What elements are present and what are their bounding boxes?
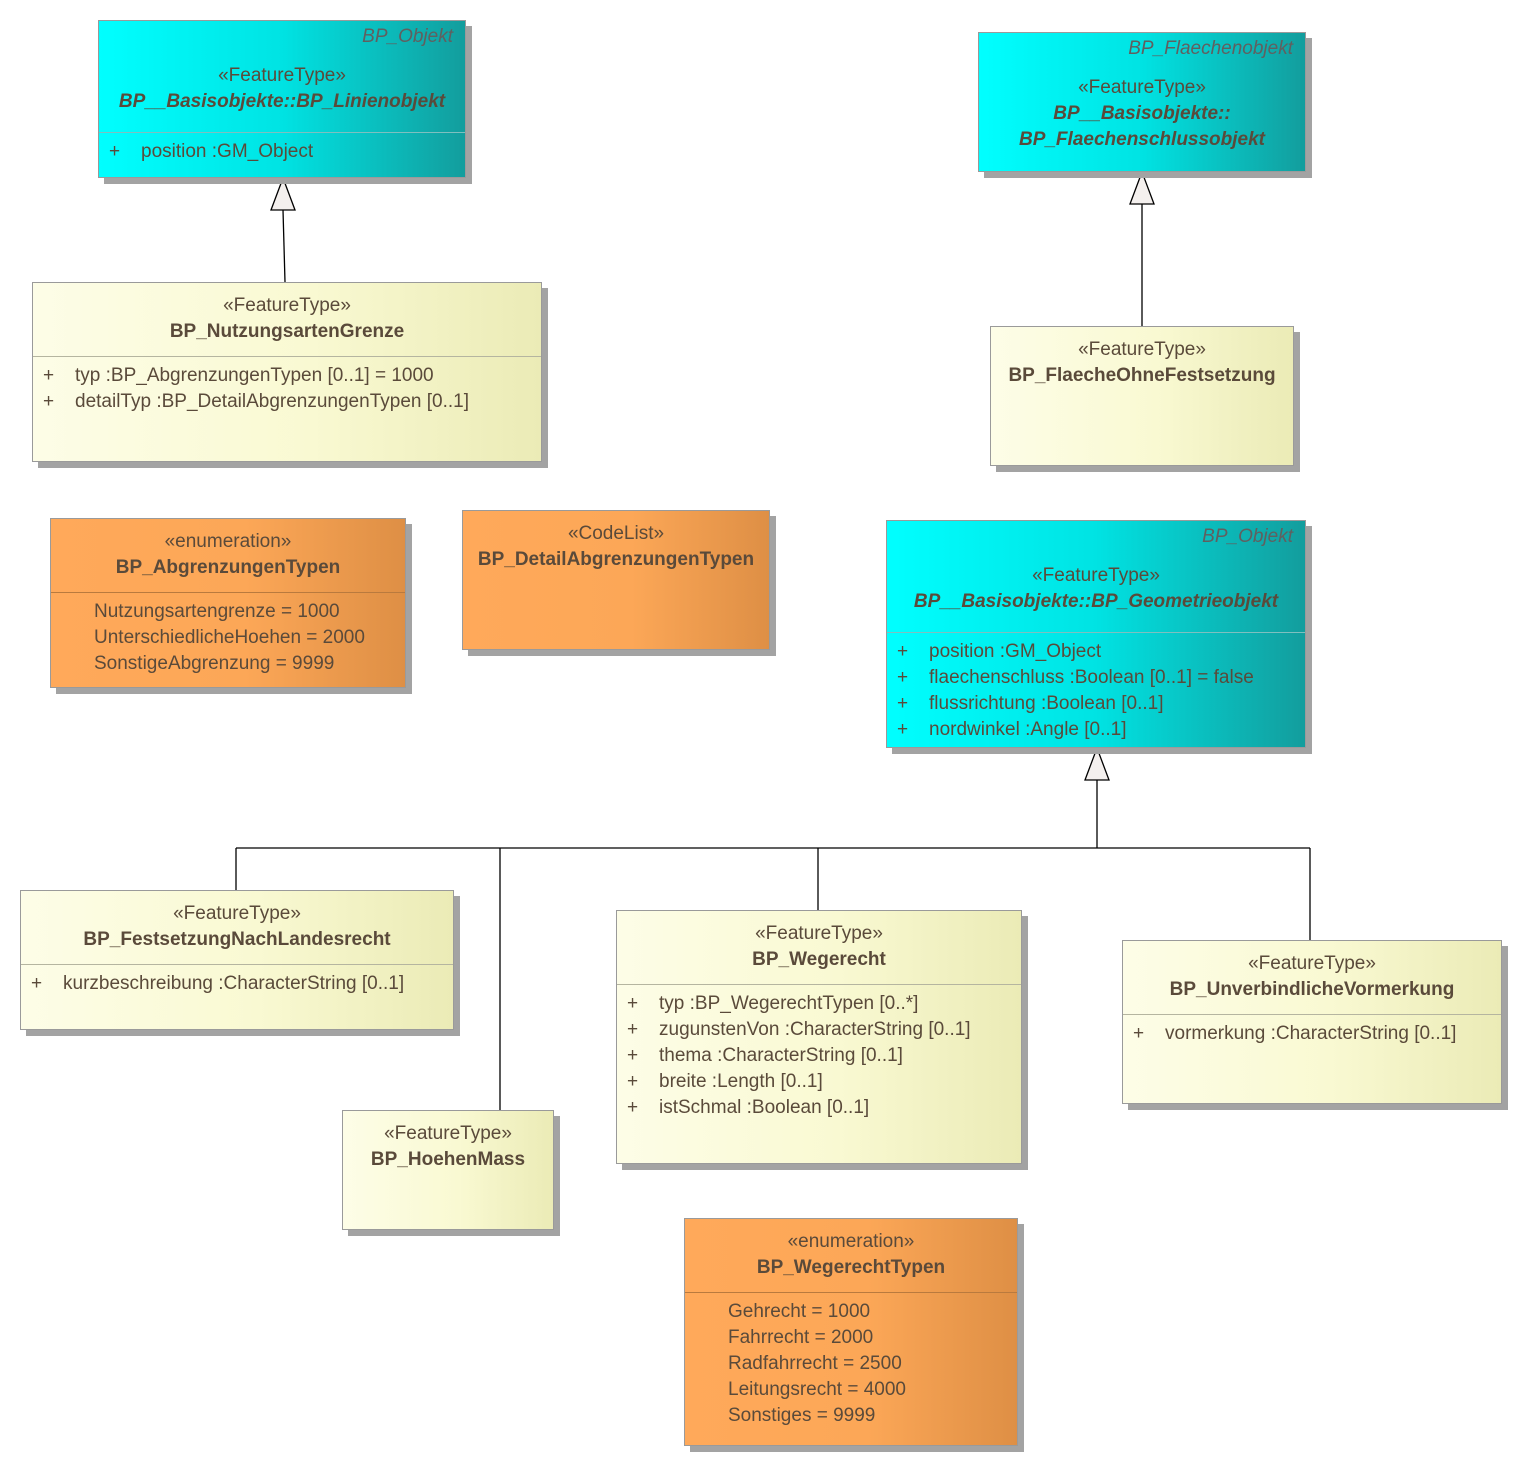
enum-literal: Leitungsrecht = 4000	[728, 1379, 906, 1400]
stereotype: «enumeration»	[787, 1231, 915, 1252]
enum-literal: Nutzungsartengrenze = 1000	[94, 601, 340, 622]
generalization-arrowhead	[1084, 746, 1110, 781]
attribute: +istSchmal :Boolean [0..1]	[627, 1097, 870, 1118]
attribute-compartment: +position :GM_Object +flaechenschluss :B…	[887, 632, 1305, 743]
attribute-compartment: +typ :BP_AbgrenzungenTypen [0..1] = 1000…	[33, 356, 541, 415]
class-name-line-1: BP__Basisobjekte::	[1053, 103, 1231, 124]
attribute: +typ :BP_WegerechtTypen [0..*]	[627, 993, 919, 1014]
class-bp-nutzungsartengrenze[interactable]: «FeatureType» BP_NutzungsartenGrenze +ty…	[32, 282, 542, 462]
parent-name: BP_Objekt	[362, 26, 453, 47]
stereotype: «FeatureType»	[1078, 339, 1206, 360]
attribute: +position :GM_Object	[897, 641, 1102, 662]
edge-nutzungsartengrenze-linienobjekt	[282, 209, 286, 283]
attribute: +nordwinkel :Angle [0..1]	[897, 719, 1127, 740]
stereotype: «FeatureType»	[173, 903, 301, 924]
enum-bp-abgrenzungentypen[interactable]: «enumeration» BP_AbgrenzungenTypen Nutzu…	[50, 518, 406, 688]
attribute: +position :GM_Object	[109, 141, 314, 162]
attribute: +flaechenschluss :Boolean [0..1] = false	[897, 667, 1254, 688]
attribute: +detailTyp :BP_DetailAbgrenzungenTypen […	[43, 391, 469, 412]
stereotype: «FeatureType»	[1078, 77, 1206, 98]
class-name: BP_NutzungsartenGrenze	[169, 321, 405, 342]
attribute: +flussrichtung :Boolean [0..1]	[897, 693, 1164, 714]
attribute: +thema :CharacterString [0..1]	[627, 1045, 903, 1066]
attribute: +typ :BP_AbgrenzungenTypen [0..1] = 1000	[43, 365, 434, 386]
enum-name: BP_AbgrenzungenTypen	[115, 557, 341, 578]
enum-literal: UnterschiedlicheHoehen = 2000	[94, 627, 365, 648]
class-name-line-2: BP_Flaechenschlussobjekt	[1018, 129, 1266, 150]
parent-name: BP_Objekt	[1202, 526, 1293, 547]
enum-literal: Gehrecht = 1000	[728, 1301, 871, 1322]
class-name: BP_FestsetzungNachLandesrecht	[83, 929, 391, 950]
enum-literal: Radfahrrecht = 2500	[728, 1353, 902, 1374]
attribute: +vormerkung :CharacterString [0..1]	[1133, 1023, 1457, 1044]
class-bp-festsetzungnachlandesrecht[interactable]: «FeatureType» BP_FestsetzungNachLandesre…	[20, 890, 454, 1030]
class-name: BP_UnverbindlicheVormerkung	[1169, 979, 1455, 1000]
stereotype: «enumeration»	[164, 531, 292, 552]
enum-literal: Fahrrecht = 2000	[728, 1327, 874, 1348]
enum-bp-wegerechttypen[interactable]: «enumeration» BP_WegerechtTypen Gehrecht…	[684, 1218, 1018, 1446]
stereotype: «FeatureType»	[223, 295, 351, 316]
stereotype: «FeatureType»	[384, 1123, 512, 1144]
codelist-name: BP_DetailAbgrenzungenTypen	[477, 549, 755, 570]
enum-name: BP_WegerechtTypen	[756, 1257, 946, 1278]
attribute-compartment: +kurzbeschreibung :CharacterString [0..1…	[21, 964, 453, 997]
stereotype: «FeatureType»	[755, 923, 883, 944]
class-bp-unverbindlichevormerkung[interactable]: «FeatureType» BP_UnverbindlicheVormerkun…	[1122, 940, 1502, 1104]
generalization-arrowhead	[270, 176, 296, 211]
attribute-compartment: +typ :BP_WegerechtTypen [0..*] +zugunste…	[617, 984, 1021, 1121]
class-bp-geometrieobjekt[interactable]: BP_Objekt «FeatureType» BP__Basisobjekte…	[886, 520, 1306, 748]
enum-literal: Sonstiges = 9999	[728, 1405, 876, 1426]
enum-literal: SonstigeAbgrenzung = 9999	[94, 653, 335, 674]
attribute: +breite :Length [0..1]	[627, 1071, 823, 1092]
literal-compartment: Nutzungsartengrenze = 1000 Unterschiedli…	[51, 592, 405, 677]
stereotype: «FeatureType»	[1032, 565, 1160, 586]
class-name: BP__Basisobjekte::BP_Geometrieobjekt	[913, 591, 1279, 612]
stereotype: «CodeList»	[567, 523, 665, 544]
class-bp-hoehenmass[interactable]: «FeatureType» BP_HoehenMass	[342, 1110, 554, 1230]
attribute-compartment: +position :GM_Object	[99, 132, 465, 165]
class-bp-wegerecht[interactable]: «FeatureType» BP_Wegerecht +typ :BP_Wege…	[616, 910, 1022, 1164]
class-name: BP_HoehenMass	[370, 1149, 526, 1170]
class-bp-flaecheohnefestsetzung[interactable]: «FeatureType» BP_FlaecheOhneFestsetzung	[990, 326, 1294, 466]
attribute: +zugunstenVon :CharacterString [0..1]	[627, 1019, 971, 1040]
stereotype: «FeatureType»	[218, 65, 346, 86]
class-name: BP_Wegerecht	[752, 949, 886, 970]
literal-compartment: Gehrecht = 1000 Fahrrecht = 2000 Radfahr…	[685, 1292, 1017, 1429]
class-bp-linienobjekt[interactable]: BP_Objekt «FeatureType» BP__Basisobjekte…	[98, 20, 466, 178]
generalization-arrowhead	[1129, 170, 1155, 205]
class-name: BP_FlaecheOhneFestsetzung	[1008, 365, 1276, 386]
codelist-bp-detailabgrenzungentypen[interactable]: «CodeList» BP_DetailAbgrenzungenTypen	[462, 510, 770, 650]
attribute: +kurzbeschreibung :CharacterString [0..1…	[31, 973, 405, 994]
class-name: BP__Basisobjekte::BP_Linienobjekt	[118, 91, 446, 112]
attribute-compartment: +vormerkung :CharacterString [0..1]	[1123, 1014, 1501, 1047]
class-bp-flaechenschlussobjekt[interactable]: BP_Flaechenobjekt «FeatureType» BP__Basi…	[978, 32, 1306, 172]
stereotype: «FeatureType»	[1248, 953, 1376, 974]
parent-name: BP_Flaechenobjekt	[1128, 38, 1293, 59]
